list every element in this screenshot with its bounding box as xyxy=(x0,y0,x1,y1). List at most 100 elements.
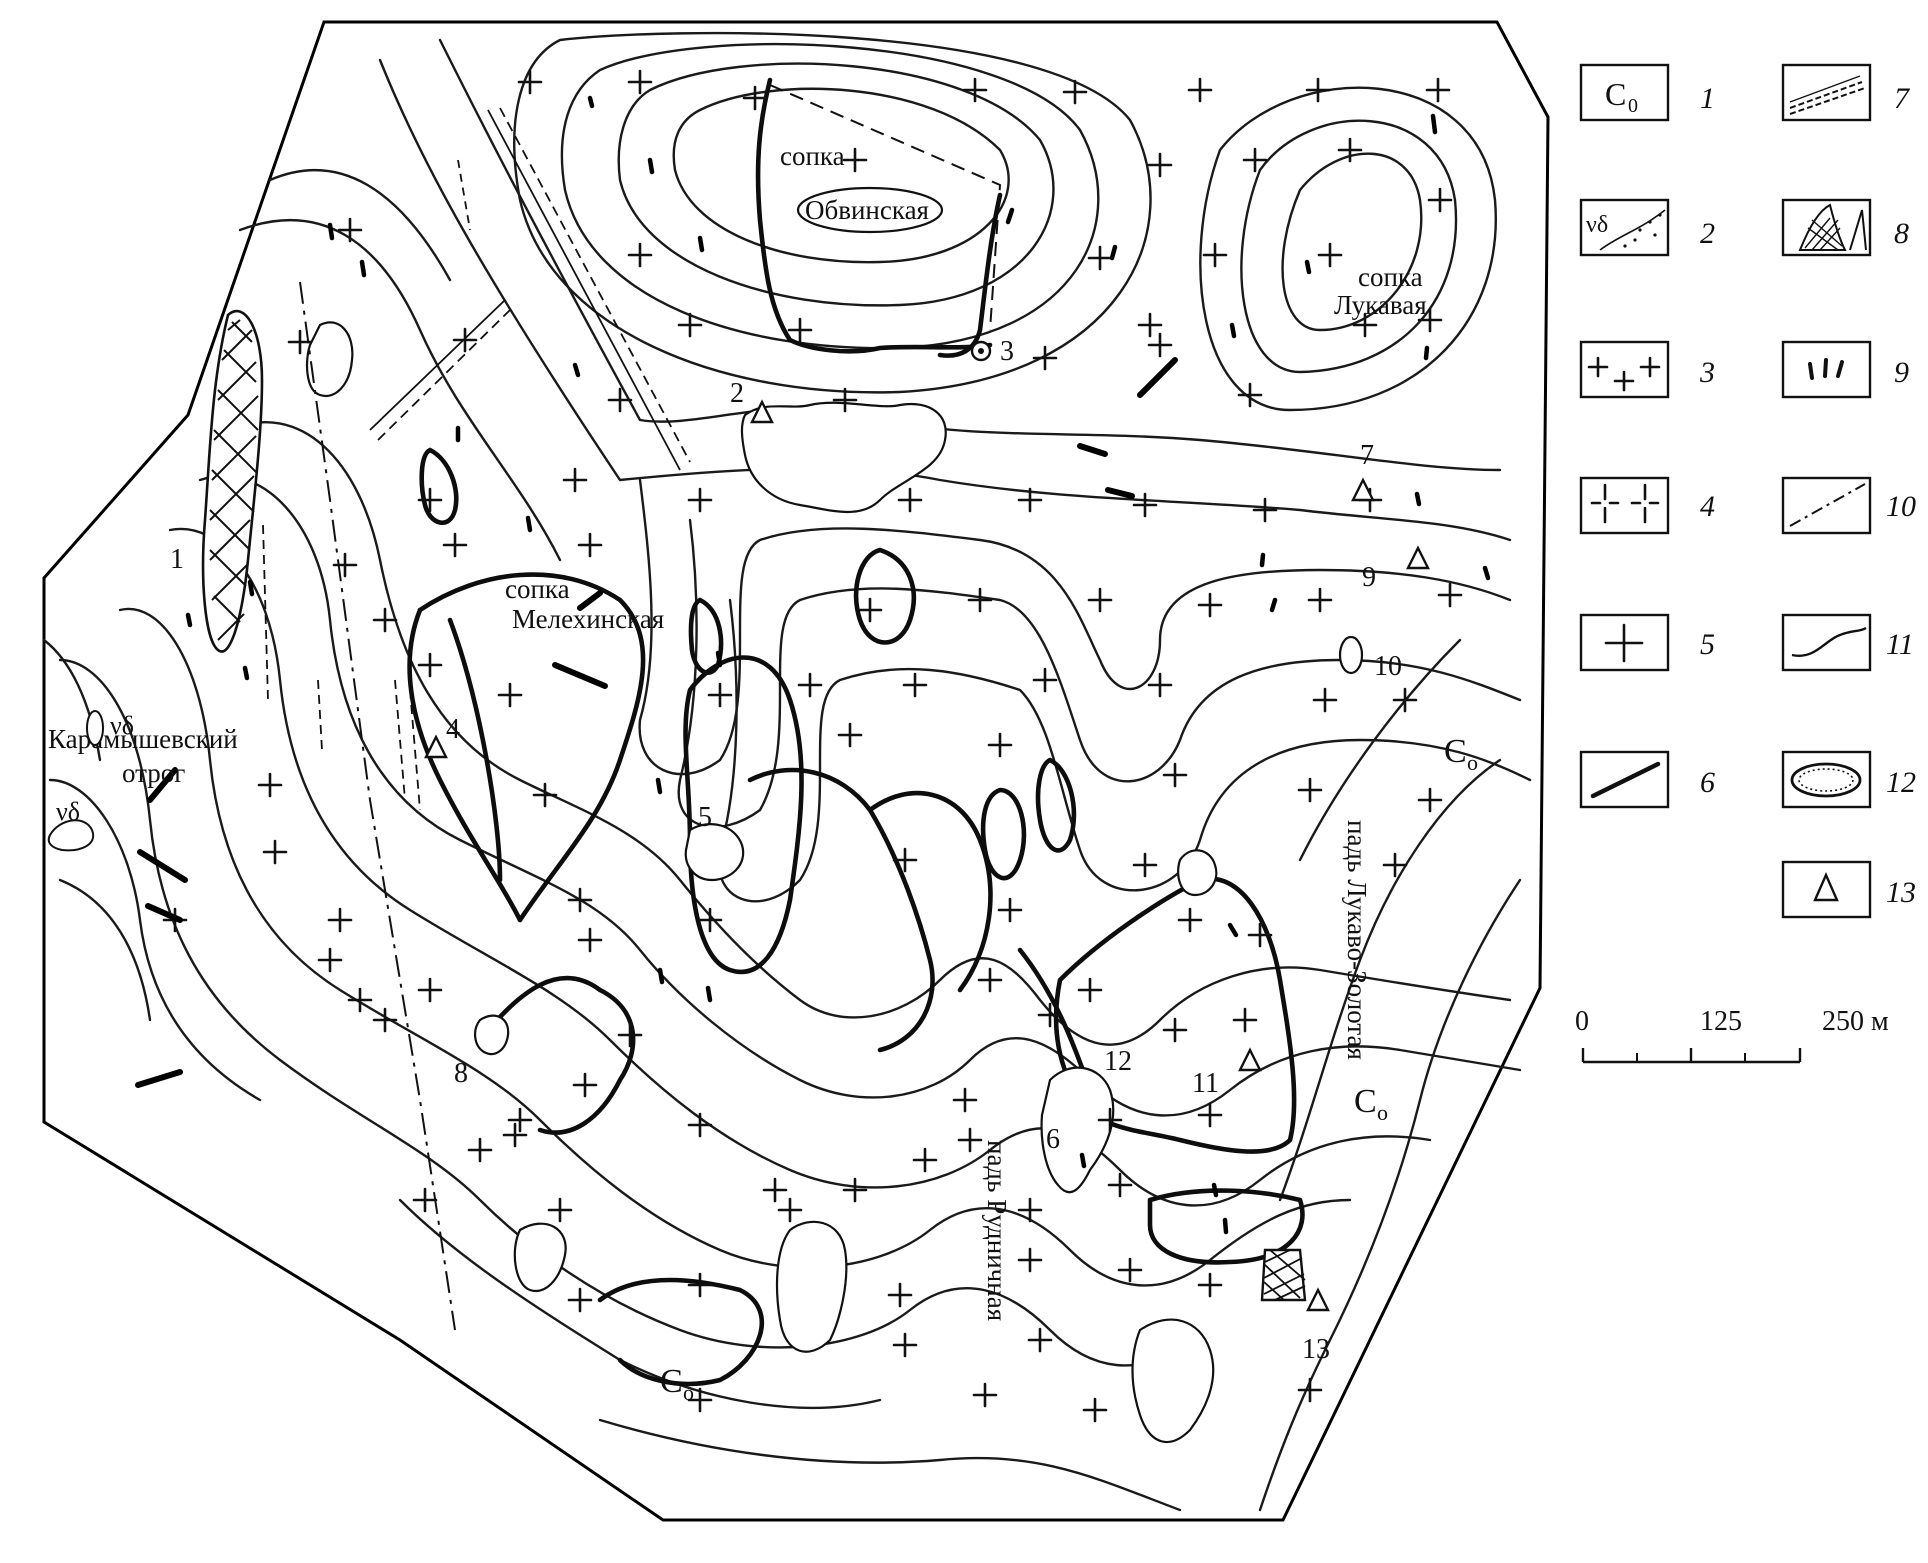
granite-cross xyxy=(442,532,468,558)
legend-num-5: 5 xyxy=(1700,628,1715,661)
granite-cross xyxy=(887,1282,913,1308)
legend-item-11: 11 xyxy=(1781,613,1914,672)
place-name-obvinskaya-2: Обвинская xyxy=(805,195,929,225)
granite-cross xyxy=(1162,1017,1188,1043)
place-name-lukavaya-2: Лукавая xyxy=(1334,290,1427,320)
unit-label-vd-1: νδ xyxy=(110,711,134,740)
granite-cross xyxy=(1082,1397,1108,1423)
granite-cross xyxy=(707,682,733,708)
legend-item-2: νδ 2 xyxy=(1579,198,1715,257)
granite-cross xyxy=(912,1147,938,1173)
granite-cross xyxy=(1027,1327,1053,1353)
granite-cross xyxy=(687,487,713,513)
granite-cross xyxy=(1392,687,1418,713)
granite-cross xyxy=(452,327,478,353)
granite-cross xyxy=(337,217,363,243)
legend-num-12: 12 xyxy=(1886,766,1916,799)
dashed-outline xyxy=(769,84,1002,331)
site-numbers: 1 2 3 4 5 6 7 8 9 10 11 12 13 xyxy=(170,336,1402,1365)
legend-num-2: 2 xyxy=(1700,217,1715,250)
granite-cross xyxy=(262,839,288,865)
site-number-11: 11 xyxy=(1192,1068,1219,1099)
place-name-melekhinskaya-1: сопка xyxy=(505,574,570,604)
granite-cross xyxy=(762,1177,788,1203)
granite-cross xyxy=(1305,77,1331,103)
granite-cross xyxy=(1097,1107,1123,1133)
granite-cross xyxy=(1132,852,1158,878)
granite-cross xyxy=(567,887,593,913)
granite-cross xyxy=(317,947,343,973)
site-number-12: 12 xyxy=(1104,1046,1132,1077)
legend-item-6: 6 xyxy=(1579,750,1715,809)
legend-vd-text: νδ xyxy=(1586,212,1608,238)
legend-num-3: 3 xyxy=(1699,356,1715,389)
granite-cross xyxy=(777,1197,803,1223)
site-number-6: 6 xyxy=(1046,1124,1060,1155)
legend-item-4: 4 xyxy=(1579,476,1715,535)
granite-cross xyxy=(837,722,863,748)
granite-cross xyxy=(1147,332,1173,358)
granite-cross xyxy=(1137,312,1163,338)
small-veins xyxy=(185,95,1491,1235)
granite-cross xyxy=(687,1272,713,1298)
granite-cross xyxy=(857,597,883,623)
unit-label-co-1-sub: o xyxy=(683,1380,694,1405)
granite-cross xyxy=(1297,1377,1323,1403)
legend-item-1: C 0 1 xyxy=(1579,63,1715,122)
granite-cross xyxy=(832,387,858,413)
site-number-7: 7 xyxy=(1360,440,1374,471)
granite-cross xyxy=(1337,137,1363,163)
granite-cross xyxy=(687,1112,713,1138)
granite-cross xyxy=(502,1122,528,1148)
dykes xyxy=(135,357,1178,1088)
granite-cross xyxy=(332,552,358,578)
granite-crosses xyxy=(162,69,1463,1423)
granite-cross xyxy=(1132,492,1158,518)
granite-cross xyxy=(1202,242,1228,268)
granite-cross xyxy=(627,242,653,268)
unit-label-co-2: C xyxy=(1444,733,1467,770)
granite-cross xyxy=(997,897,1023,923)
granite-cross xyxy=(607,387,633,413)
granite-cross xyxy=(412,1187,438,1213)
granite-cross xyxy=(1147,152,1173,178)
legend-num-13: 13 xyxy=(1886,876,1916,909)
granite-cross xyxy=(1062,79,1088,105)
granite-cross xyxy=(1417,307,1443,333)
granite-cross xyxy=(1247,922,1273,948)
granite-cross xyxy=(1087,245,1113,271)
granite-cross xyxy=(1162,762,1188,788)
granite-cross xyxy=(327,907,353,933)
granite-cross xyxy=(1232,1007,1258,1033)
crosshatched-body xyxy=(201,309,1307,1302)
granite-cross xyxy=(957,1127,983,1153)
legend-c0-sub: 0 xyxy=(1628,95,1638,117)
granite-cross xyxy=(987,732,1013,758)
granite-cross xyxy=(417,487,443,513)
granite-cross xyxy=(1242,147,1268,173)
granite-cross xyxy=(687,1387,713,1413)
legend-item-5: 5 xyxy=(1579,613,1715,672)
granite-cross xyxy=(1417,787,1443,813)
granite-cross xyxy=(372,607,398,633)
granite-cross xyxy=(1017,1247,1043,1273)
granite-cross xyxy=(1382,852,1408,878)
place-name-obvinskaya-1: сопка xyxy=(780,141,845,171)
legend-item-13: 13 xyxy=(1781,860,1916,919)
granite-cross xyxy=(497,682,523,708)
scale-tick-250: 250 м xyxy=(1822,1006,1889,1037)
granite-cross xyxy=(1037,1002,1063,1028)
granite-cross xyxy=(967,587,993,613)
granite-cross xyxy=(562,467,588,493)
place-names: сопка Обвинская сопка Лукавая сопка Меле… xyxy=(48,141,1427,1321)
site-number-4: 4 xyxy=(446,714,460,745)
legend-num-4: 4 xyxy=(1700,490,1715,523)
granite-cross xyxy=(1237,382,1263,408)
granite-cross xyxy=(627,69,653,95)
unit-label-co-2-sub: o xyxy=(1467,750,1478,775)
granite-cross xyxy=(572,1072,598,1098)
legend-item-12: 12 xyxy=(1781,750,1916,809)
unit-label-co-1: C xyxy=(660,1363,683,1400)
legend-num-10: 10 xyxy=(1886,490,1916,523)
